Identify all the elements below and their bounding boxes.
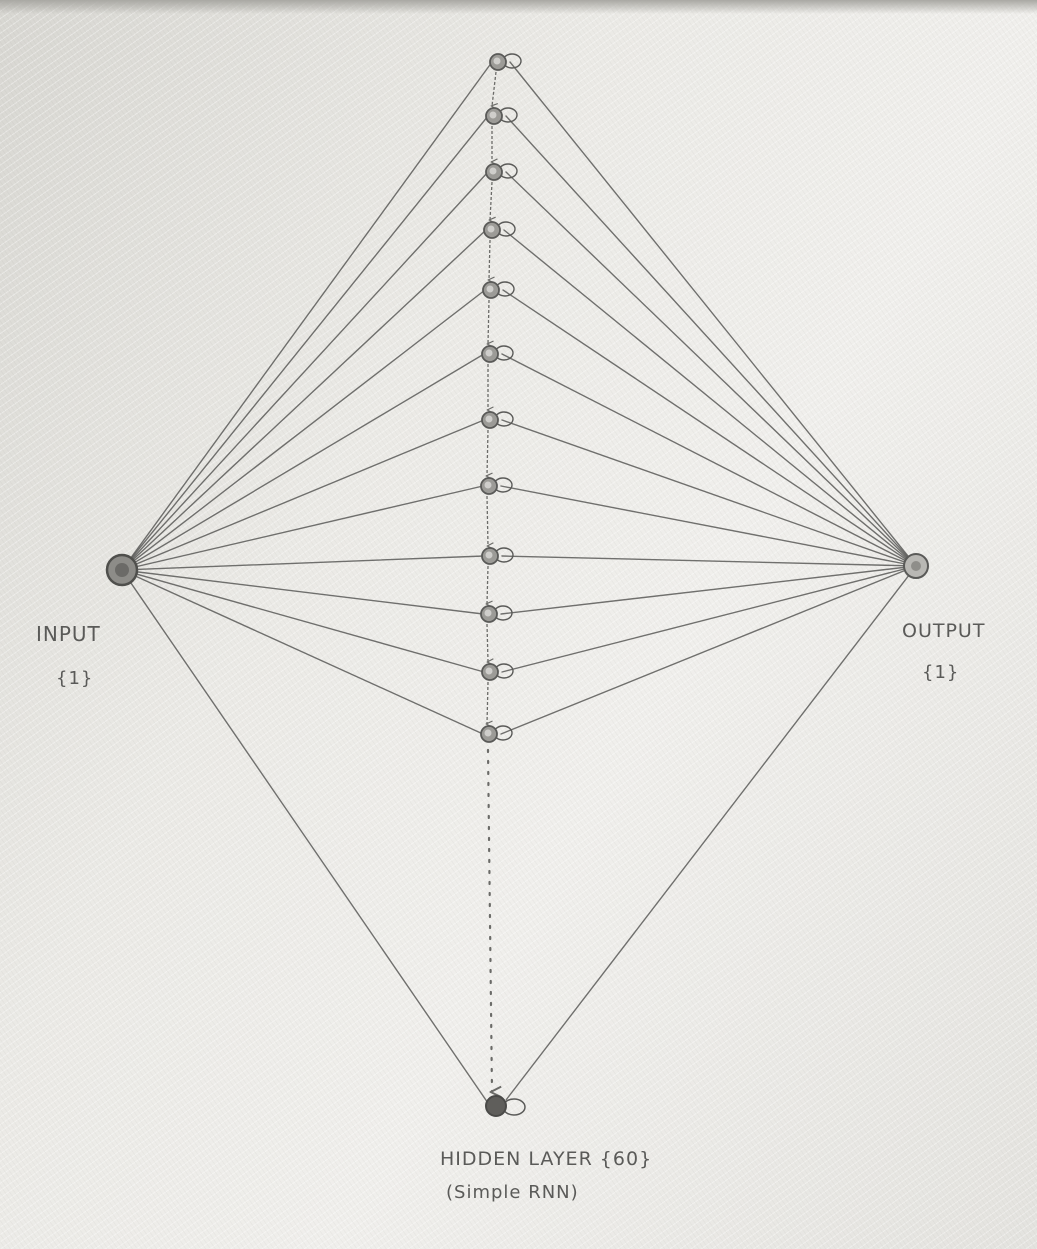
node-highlight xyxy=(489,111,497,119)
hidden-layer-sublabel: (Simple RNN) xyxy=(446,1182,579,1203)
hidden-to-output-edge xyxy=(500,485,917,567)
hidden-to-output-edge xyxy=(505,115,917,567)
input-to-hidden-edge xyxy=(121,569,491,1107)
chain-arrow xyxy=(489,239,490,280)
input-count: {1} xyxy=(56,668,94,689)
chain-arrow xyxy=(487,623,488,662)
input-to-hidden-edge xyxy=(121,485,484,571)
hidden-to-output-edge xyxy=(505,565,917,1101)
hidden-to-output-edge xyxy=(509,61,917,567)
input-to-hidden-edge xyxy=(121,229,487,571)
node-highlight xyxy=(484,481,492,489)
output-label: OUTPUT xyxy=(902,620,986,642)
node-core xyxy=(911,561,921,571)
node-highlight xyxy=(489,167,497,175)
node-highlight xyxy=(487,225,495,233)
input-to-hidden-edge xyxy=(121,353,485,571)
hidden-node xyxy=(489,53,522,71)
hidden-node xyxy=(485,163,518,181)
hidden-node-last xyxy=(485,1095,526,1117)
node-core xyxy=(115,563,129,577)
input-to-hidden-edge xyxy=(121,419,485,571)
nodes xyxy=(105,53,929,1117)
input-to-hidden-edge xyxy=(121,61,493,571)
hidden-node xyxy=(481,411,514,429)
hidden-to-output-edge xyxy=(500,565,917,615)
hidden-to-output-edge xyxy=(501,419,917,567)
input-to-hidden-edge xyxy=(121,569,484,735)
input-to-hidden-edge xyxy=(121,115,489,571)
hidden-node xyxy=(485,107,518,125)
paper-top-edge xyxy=(0,0,1037,14)
input-node xyxy=(105,553,139,587)
node-highlight xyxy=(484,729,492,737)
input-to-hidden-edge xyxy=(121,569,485,673)
chain-arrow xyxy=(486,495,488,546)
input-to-hidden-edge xyxy=(121,569,484,615)
chain-arrow xyxy=(487,681,488,724)
node-highlight xyxy=(493,57,501,65)
hidden-node xyxy=(480,605,513,623)
hidden-to-output-edge xyxy=(501,565,917,673)
node-highlight xyxy=(485,667,493,675)
chain-arrow xyxy=(492,71,496,106)
input-to-hidden-edge xyxy=(121,555,485,571)
hidden-to-output-edge xyxy=(503,229,917,567)
hidden-to-output-edge xyxy=(501,353,917,567)
hidden-node xyxy=(481,345,514,363)
hidden-node xyxy=(483,221,516,239)
hidden-to-output-edge xyxy=(505,171,917,567)
node-highlight xyxy=(485,415,493,423)
hidden-node xyxy=(482,281,515,299)
chain-arrow xyxy=(490,181,492,220)
node-highlight xyxy=(486,285,494,293)
hidden-node xyxy=(480,725,513,743)
input-label: INPUT xyxy=(36,622,101,646)
hidden-node xyxy=(480,477,513,495)
chain-arrow xyxy=(487,565,488,604)
input-to-hidden-edge xyxy=(121,289,486,571)
node-highlight xyxy=(484,609,492,617)
ellipsis-chain xyxy=(486,748,492,1092)
hidden-to-output-edge xyxy=(502,289,917,567)
chain-arrow xyxy=(488,299,489,344)
chain-arrow xyxy=(487,429,488,476)
hidden-chain xyxy=(486,71,496,1092)
output-count: {1} xyxy=(922,662,960,683)
hidden-node xyxy=(481,663,514,681)
hidden-node xyxy=(481,547,514,565)
hidden-to-output-edge xyxy=(501,555,917,567)
hidden-to-output-edge xyxy=(500,565,917,735)
node-highlight xyxy=(485,349,493,357)
node-highlight xyxy=(485,551,493,559)
edges xyxy=(121,61,917,1107)
output-node xyxy=(903,553,929,579)
hidden-layer-label: HIDDEN LAYER {60} xyxy=(440,1148,653,1170)
input-to-hidden-edge xyxy=(121,171,489,571)
node-circle xyxy=(485,1095,507,1117)
